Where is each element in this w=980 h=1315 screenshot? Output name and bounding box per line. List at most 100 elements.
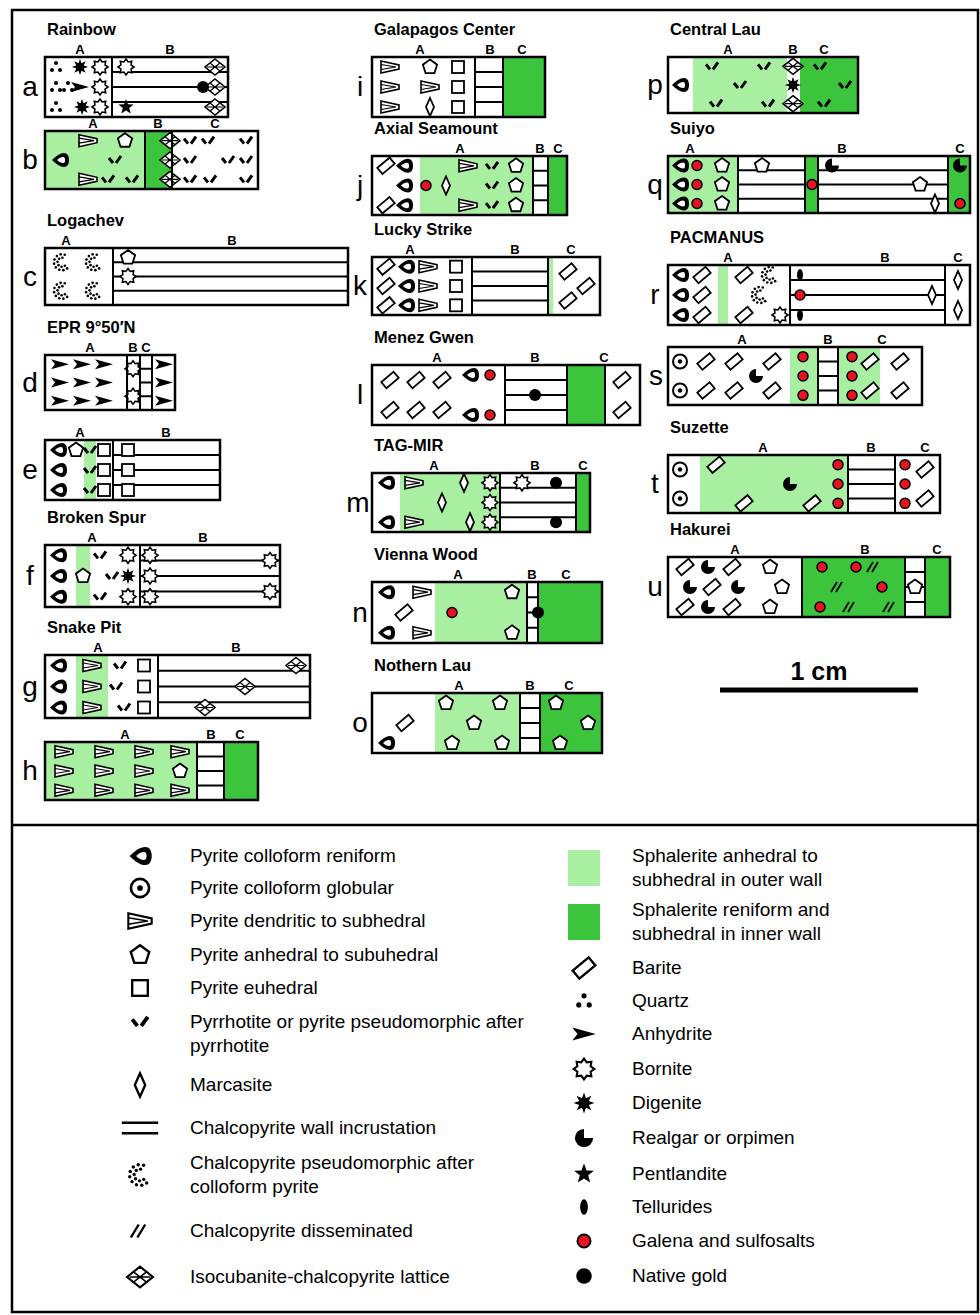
lattice-hatch	[197, 704, 213, 712]
pyrite-dendritic-inner	[79, 177, 94, 182]
zone-divider	[944, 265, 946, 325]
legend-text: Isocubanite-chalcopyrite lattice	[190, 1265, 550, 1289]
pyrite-reniform-symbol	[672, 268, 689, 282]
mineral-symbol	[74, 99, 90, 115]
chalcopyrite-pseudomorph-dot	[61, 256, 64, 259]
chalcopyrite-pseudomorph-dot	[95, 282, 98, 285]
panel-letter: a	[22, 73, 38, 101]
pyrite-anhedral-symbol	[439, 696, 453, 710]
chalcopyrite-pseudomorph-dot	[62, 269, 65, 272]
marcasite-symbol	[466, 513, 474, 531]
legend-text: Marcasite	[190, 1073, 550, 1097]
mineral-symbol	[131, 879, 149, 897]
mineral-symbol	[76, 569, 90, 583]
mineral-symbol	[95, 359, 113, 369]
chalcopyrite-pseudomorph-dot	[59, 282, 62, 285]
mineral-symbol	[122, 464, 134, 476]
pyrrhotite-symbol	[240, 137, 252, 144]
galena-symbol	[798, 352, 808, 362]
mineral-symbol	[673, 492, 687, 506]
galena-symbol	[485, 370, 495, 380]
chalcopyrite-pseudomorph-dot	[53, 262, 56, 265]
zone-label: B	[206, 728, 215, 741]
chalcopyrite-disseminated-symbol	[131, 1225, 145, 1238]
pyrite-dendritic-inner	[405, 480, 420, 485]
mineral-symbol	[900, 479, 910, 489]
pyrite-anhedral-symbol	[493, 696, 507, 710]
panel-ground	[45, 545, 280, 607]
pyrrhotite-symbol	[84, 446, 96, 453]
legend-text: Digenite	[632, 1091, 962, 1115]
mineral-symbol	[85, 253, 101, 271]
mineral-symbol	[83, 681, 101, 693]
mineral-symbol	[122, 444, 134, 456]
pyrite-globular-core	[137, 885, 143, 891]
mineral-symbol	[438, 494, 446, 512]
zone-divider	[804, 156, 806, 213]
mineral-symbol	[132, 1017, 148, 1026]
mineral-symbol	[396, 198, 413, 212]
sphalerite-fill	[548, 257, 553, 315]
pyrite-dendritic-inner	[95, 788, 110, 793]
zone-label: B	[227, 234, 236, 247]
anhydrite-symbol	[73, 396, 91, 406]
panel-ground	[45, 655, 310, 718]
barite-symbol	[377, 297, 394, 313]
pentlandite-symbol	[118, 99, 133, 113]
sphalerite-fill	[224, 742, 258, 800]
zone-label: B	[153, 117, 162, 130]
quartz-dot	[587, 1002, 592, 1007]
mineral-symbol	[142, 547, 158, 563]
mineral-symbol	[128, 1163, 148, 1187]
barite-symbol	[693, 267, 710, 283]
bornite-symbol	[120, 269, 136, 285]
mineral-symbol	[120, 269, 136, 285]
pyrite-reniform-symbol	[462, 368, 479, 382]
mineral-symbol	[683, 580, 697, 594]
mineral-symbol	[142, 589, 158, 605]
pyrite-dendritic-symbol	[135, 765, 153, 777]
galena-symbol	[795, 290, 805, 300]
legend-text: Pyrrhotite or pyrite pseudomorphic after…	[190, 1010, 550, 1058]
mineral-symbol	[55, 784, 73, 796]
zone-divider	[519, 693, 521, 753]
pyrite-anhedral-symbol	[775, 580, 789, 594]
mineral-symbol	[763, 600, 777, 614]
mineral-symbol	[576, 993, 592, 1007]
mineral-symbol	[803, 495, 820, 511]
pyrite-euhedral-symbol	[452, 101, 464, 113]
chalcopyrite-pseudomorph-dot	[763, 279, 766, 282]
mineral-symbol	[222, 156, 234, 163]
mineral-symbol	[891, 353, 908, 369]
pyrrhotite-symbol	[814, 62, 826, 69]
pyrite-anhedral-symbol	[121, 250, 135, 264]
mineral-symbol	[95, 784, 113, 796]
mineral-symbol	[419, 299, 437, 311]
pyrite-reniform-symbol	[398, 260, 415, 274]
pyrite-euhedral-symbol	[450, 280, 462, 292]
mineral-symbol	[109, 156, 121, 163]
mineral-symbol	[445, 736, 459, 750]
lattice-hatch	[288, 662, 304, 670]
chalcopyrite-incrustation	[158, 670, 310, 672]
mineral-symbol	[171, 746, 189, 758]
barite-symbol	[381, 402, 398, 418]
pyrite-anhedral-symbol	[505, 625, 519, 639]
lattice-symbol	[783, 58, 803, 74]
mineral-symbol	[467, 716, 481, 730]
panel-letter: b	[22, 146, 38, 174]
barite-symbol	[433, 372, 450, 388]
chalcopyrite-pseudomorph-dot	[766, 270, 769, 273]
pyrite-euhedral-symbol	[450, 299, 462, 311]
panel-ground	[372, 257, 600, 315]
chalcopyrite-pseudomorph-dot	[762, 297, 765, 300]
panel-ground	[668, 455, 940, 513]
sphalerite-fill	[668, 156, 738, 213]
panel-letter: j	[357, 172, 363, 200]
site-name: Axial Seamount	[374, 120, 498, 137]
panel-letter: p	[647, 71, 663, 99]
pyrite-reniform-symbol	[672, 288, 689, 302]
galena-symbol	[851, 562, 861, 572]
chalcopyrite-incrustation	[140, 560, 280, 562]
